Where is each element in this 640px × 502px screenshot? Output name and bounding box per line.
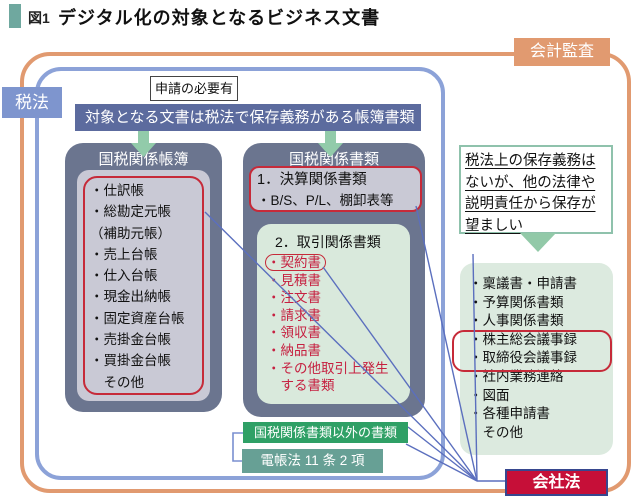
retention-note-box: 税法上の保存義務は ないが、他の法律や 説明責任から保存が 望ましい — [459, 145, 613, 234]
list-item: ・見積書 — [267, 272, 321, 288]
electronic-books-law-label: 電帳法 11 条 2 項 — [242, 449, 383, 473]
list-item: ・予算関係書類 — [469, 294, 564, 310]
list-item: ・人事関係書類 — [469, 313, 564, 329]
list-item: ・総勘定元帳 — [90, 204, 171, 220]
list-item: ・売掛金台帳 — [90, 332, 171, 348]
other-documents-label: 国税関係書類以外の書類 — [243, 422, 408, 443]
list-item: ・請求書 — [267, 307, 321, 323]
list-item: ・株主総会議事録 — [469, 331, 577, 347]
list-item: ・注文書 — [267, 290, 321, 306]
list-item: ・納品書 — [267, 342, 321, 358]
list-item: ・社内業務連絡 — [469, 368, 564, 384]
note-line: ないが、他の法律や — [465, 174, 596, 191]
list-item: その他 — [469, 424, 523, 440]
list-item: その他 — [90, 374, 144, 390]
company-law-box: 会社法 — [505, 469, 608, 496]
list-item: ・領収書 — [267, 325, 321, 341]
note-line: 望ましい — [465, 217, 523, 234]
note-line: 税法上の保存義務は — [465, 153, 596, 169]
tax-law-frame-label: 税法 — [2, 87, 62, 118]
list-item: ・現金出納帳 — [90, 289, 171, 305]
list-item-contract: ・契約書 — [265, 254, 410, 272]
transaction-heading: 2．取引関係書類 — [275, 234, 381, 250]
figure-number: 図1 — [28, 10, 50, 26]
transaction-documents-box: 2．取引関係書類 ・契約書 ・見積書 ・注文書 ・請求書 ・領収書 ・納品書 ・… — [257, 224, 410, 404]
contract-red-oval: ・契約書 — [265, 254, 326, 271]
list-item: ・稟議書・申請書 — [469, 276, 577, 291]
list-item: ・固定資産台帳 — [90, 310, 185, 326]
list-item: する書類 — [267, 378, 335, 394]
list-item: ・仕訳帳 — [90, 183, 144, 198]
list-item: ・取締役会議事録 — [469, 350, 577, 366]
settlement-documents-red-box: 1．決算関係書類 ・B/S、P/L、棚卸表等 — [249, 166, 422, 212]
target-documents-banner: 対象となる文書は税法で保存義務がある帳簿書類 — [75, 104, 421, 131]
note-line: 説明責任から保存が — [465, 196, 596, 212]
ledgers-red-highlight-box — [83, 176, 204, 395]
list-item: ・売上台帳 — [90, 246, 158, 262]
figure-title: デジタル化の対象となるビジネス文書 — [58, 8, 381, 28]
audit-frame — [20, 52, 631, 493]
application-required-note: 申請の必要有 — [150, 76, 238, 101]
list-item: ・各種申請書 — [469, 406, 550, 422]
ledgers-list: ・仕訳帳 ・総勘定元帳 （補助元帳） ・売上台帳 ・仕入台帳 ・現金出納帳 ・固… — [90, 180, 202, 393]
settlement-heading: 1．決算関係書類 — [257, 172, 367, 188]
list-item: ・図面 — [469, 387, 510, 403]
list-item: ・買掛金台帳 — [90, 353, 171, 369]
title-accent-square — [9, 4, 21, 28]
internal-documents-box: ・稟議書・申請書 ・予算関係書類 ・人事関係書類 ・株主総会議事録 ・取締役会議… — [460, 263, 613, 455]
list-item: （補助元帳） — [90, 225, 171, 241]
ledgers-inner-panel — [77, 170, 210, 401]
list-item: ・その他取引上発生 — [267, 360, 389, 376]
national-tax-ledgers-title: 国税関係帳簿 — [98, 151, 189, 168]
settlement-item: ・B/S、P/L、棚卸表等 — [257, 193, 394, 208]
national-tax-documents-title: 国税関係書類 — [288, 151, 379, 168]
minutes-red-highlight-box — [452, 330, 612, 372]
list-item: ・仕入台帳 — [90, 268, 158, 284]
audit-frame-label: 会計監査 — [514, 38, 610, 66]
